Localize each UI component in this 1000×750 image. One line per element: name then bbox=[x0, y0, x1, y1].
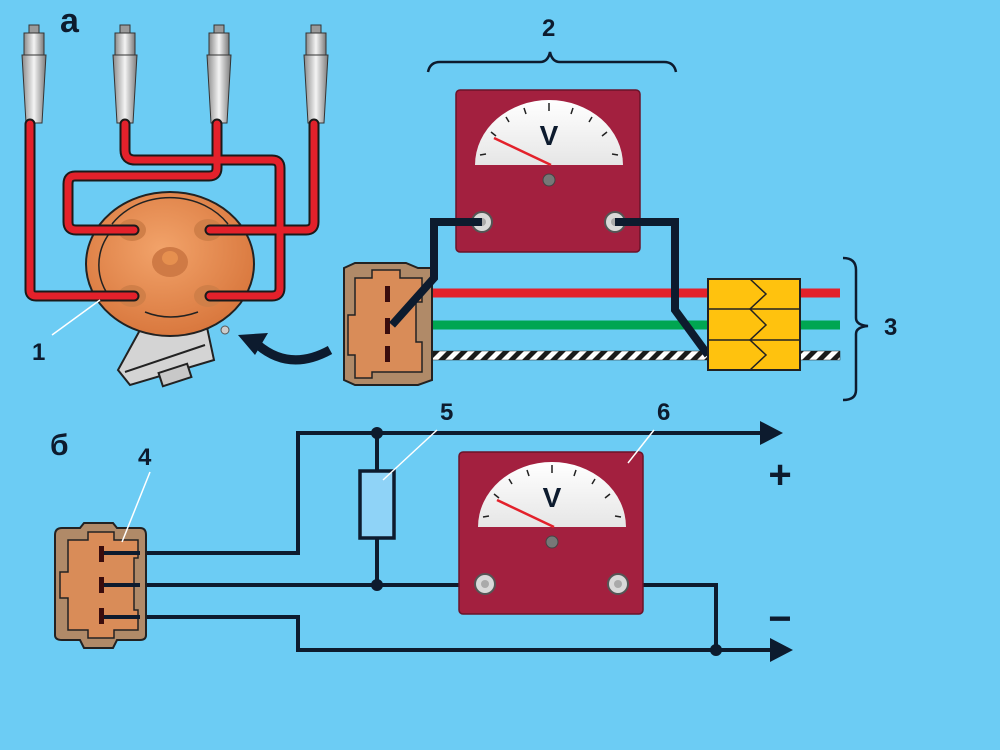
arrow-minus bbox=[770, 638, 793, 662]
meter-probe-leads bbox=[389, 218, 712, 358]
dial-ticks-bottom bbox=[482, 465, 622, 518]
curved-arrow-head bbox=[238, 333, 268, 355]
leader-line-6 bbox=[627, 429, 655, 464]
ht-lead-2 bbox=[121, 120, 284, 300]
terminal-block bbox=[707, 278, 801, 371]
zero-adjust-screw-bottom bbox=[545, 535, 559, 549]
spark-plug-1 bbox=[21, 24, 47, 124]
needle-bottom bbox=[496, 498, 555, 529]
brace-2 bbox=[426, 51, 678, 73]
leader-line-5 bbox=[382, 429, 438, 481]
junction-dot bbox=[371, 427, 383, 439]
junction-dot bbox=[710, 644, 722, 656]
arrow-plus bbox=[760, 421, 783, 445]
meter-unit-bottom: V bbox=[543, 482, 562, 513]
spark-plugs bbox=[21, 24, 329, 124]
connector-bottom bbox=[54, 522, 147, 649]
voltmeter-bottom: V bbox=[458, 451, 644, 615]
callout-6: 6 bbox=[657, 399, 670, 426]
ht-leads bbox=[24, 118, 320, 302]
callout-2: 2 bbox=[542, 15, 555, 42]
meter-unit-top: V bbox=[540, 120, 559, 151]
curved-arrow bbox=[255, 341, 333, 365]
needle-top bbox=[493, 136, 552, 167]
callout-1: 1 bbox=[32, 339, 45, 366]
schematic-wires bbox=[140, 431, 770, 652]
polarity-minus: − bbox=[768, 597, 791, 641]
zero-adjust-screw-top bbox=[542, 173, 556, 187]
section-label-a: а bbox=[60, 2, 80, 40]
voltmeter-top: V bbox=[455, 89, 641, 253]
polarity-plus: + bbox=[768, 453, 791, 497]
leader-line-4 bbox=[121, 471, 151, 543]
ht-lead-3 bbox=[64, 120, 221, 234]
spark-plug-2 bbox=[112, 24, 138, 124]
brace-3 bbox=[842, 256, 869, 402]
distributor-cap bbox=[85, 191, 255, 337]
connector-top bbox=[343, 262, 433, 386]
spark-plug-3 bbox=[206, 24, 232, 124]
callout-4: 4 bbox=[138, 444, 152, 471]
dial-ticks-top bbox=[479, 103, 619, 156]
section-label-b: б bbox=[50, 429, 69, 462]
ht-lead-1 bbox=[26, 120, 138, 300]
leader-line-1 bbox=[51, 299, 101, 336]
resistor bbox=[358, 469, 396, 540]
spark-plug-4 bbox=[303, 24, 329, 124]
ht-lead-4 bbox=[206, 120, 318, 234]
callout-5: 5 bbox=[440, 399, 453, 426]
junction-dot bbox=[371, 579, 383, 591]
callout-3: 3 bbox=[884, 314, 897, 341]
